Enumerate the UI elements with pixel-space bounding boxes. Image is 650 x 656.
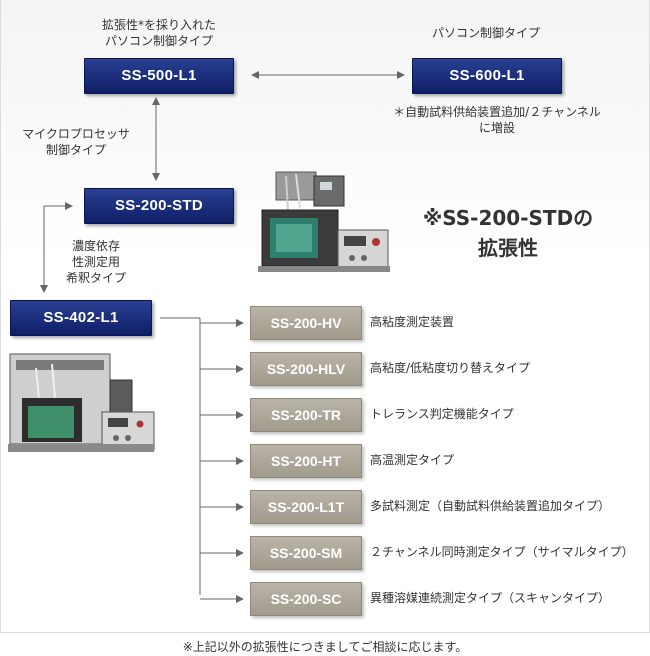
variant-description: 高粘度/低粘度切り替えタイプ xyxy=(370,361,531,375)
ss-200-std-photo xyxy=(258,171,390,272)
caption-ss200std: マイクロプロセッサ制御タイプ xyxy=(22,127,130,157)
variant-description: 高温測定タイプ xyxy=(370,453,455,467)
variant-box: SS-200-SM xyxy=(250,536,362,570)
node-ss-402-l1: SS-402-L1 xyxy=(10,300,152,336)
ss-402-l1-photo xyxy=(8,353,155,452)
headline-expansion: ※SS-200-STDの拡張性 xyxy=(422,206,594,260)
arrow-200std-402 xyxy=(40,202,73,293)
variant-box: SS-200-HLV xyxy=(250,352,362,386)
variant-branches xyxy=(200,319,244,603)
variant-box: SS-200-L1T xyxy=(250,490,362,524)
variant-box: SS-200-TR xyxy=(250,398,362,432)
variant-box: SS-200-HT xyxy=(250,444,362,478)
caption-ss600: パソコン制御タイプ xyxy=(431,26,540,40)
variant-description: 高粘度測定装置 xyxy=(370,315,455,329)
variant-box: SS-200-SC xyxy=(250,582,362,616)
node-ss-200-std: SS-200-STD xyxy=(84,188,234,224)
variant-description: 多試料測定（自動試料供給装置追加タイプ） xyxy=(370,499,611,513)
node-ss-500-l1: SS-500-L1 xyxy=(84,58,234,94)
variant-box: SS-200-HV xyxy=(250,306,362,340)
variant-description: ２チャンネル同時測定タイプ（サイマルタイプ） xyxy=(370,545,634,559)
caption-ss402: 濃度依存性測定用希釈タイプ xyxy=(65,239,126,285)
footnote: ※上記以外の拡張性につきましてご相談に応じます。 xyxy=(182,640,468,654)
note-ss600: ＊自動試料供給装置追加/２チャンネルに増設 xyxy=(393,105,601,135)
caption-ss500: 拡張性*を採り入れたパソコン制御タイプ xyxy=(101,18,216,48)
variant-description: トレランス判定機能タイプ xyxy=(370,407,514,421)
variant-description: 異種溶媒連続測定タイプ（スキャンタイプ） xyxy=(370,591,611,605)
node-ss-600-l1: SS-600-L1 xyxy=(412,58,562,94)
